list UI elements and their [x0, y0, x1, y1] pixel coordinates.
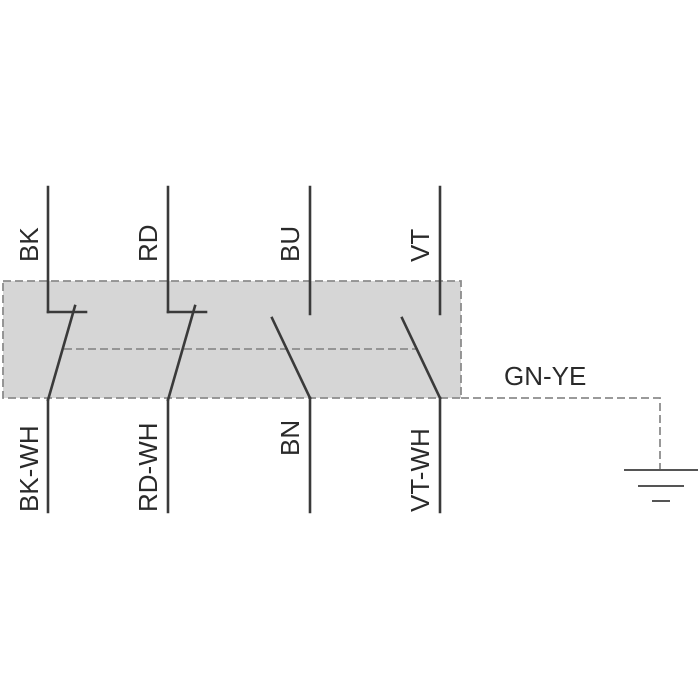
label-rd: RD [133, 224, 163, 262]
contact-1 [46, 185, 88, 514]
contact-2 [166, 185, 208, 514]
label-bu: BU [275, 226, 305, 262]
label-vt-wh: VT-WH [405, 428, 435, 512]
label-bk: BK [14, 227, 44, 262]
ground-wire [461, 397, 661, 470]
switch-housing [2, 280, 462, 399]
contact-4-blade [400, 316, 442, 400]
contact-2-blade [166, 304, 197, 402]
label-gn-ye: GN-YE [504, 361, 586, 391]
label-rd-wh: RD-WH [133, 422, 163, 512]
contact-4 [400, 185, 442, 514]
contact-3-blade [270, 316, 312, 400]
label-bn: BN [275, 420, 305, 456]
label-vt: VT [405, 229, 435, 262]
contact-1-blade [46, 304, 77, 402]
ground-symbol-icon [624, 469, 698, 502]
contact-3 [270, 185, 312, 514]
label-bk-wh: BK-WH [14, 425, 44, 512]
